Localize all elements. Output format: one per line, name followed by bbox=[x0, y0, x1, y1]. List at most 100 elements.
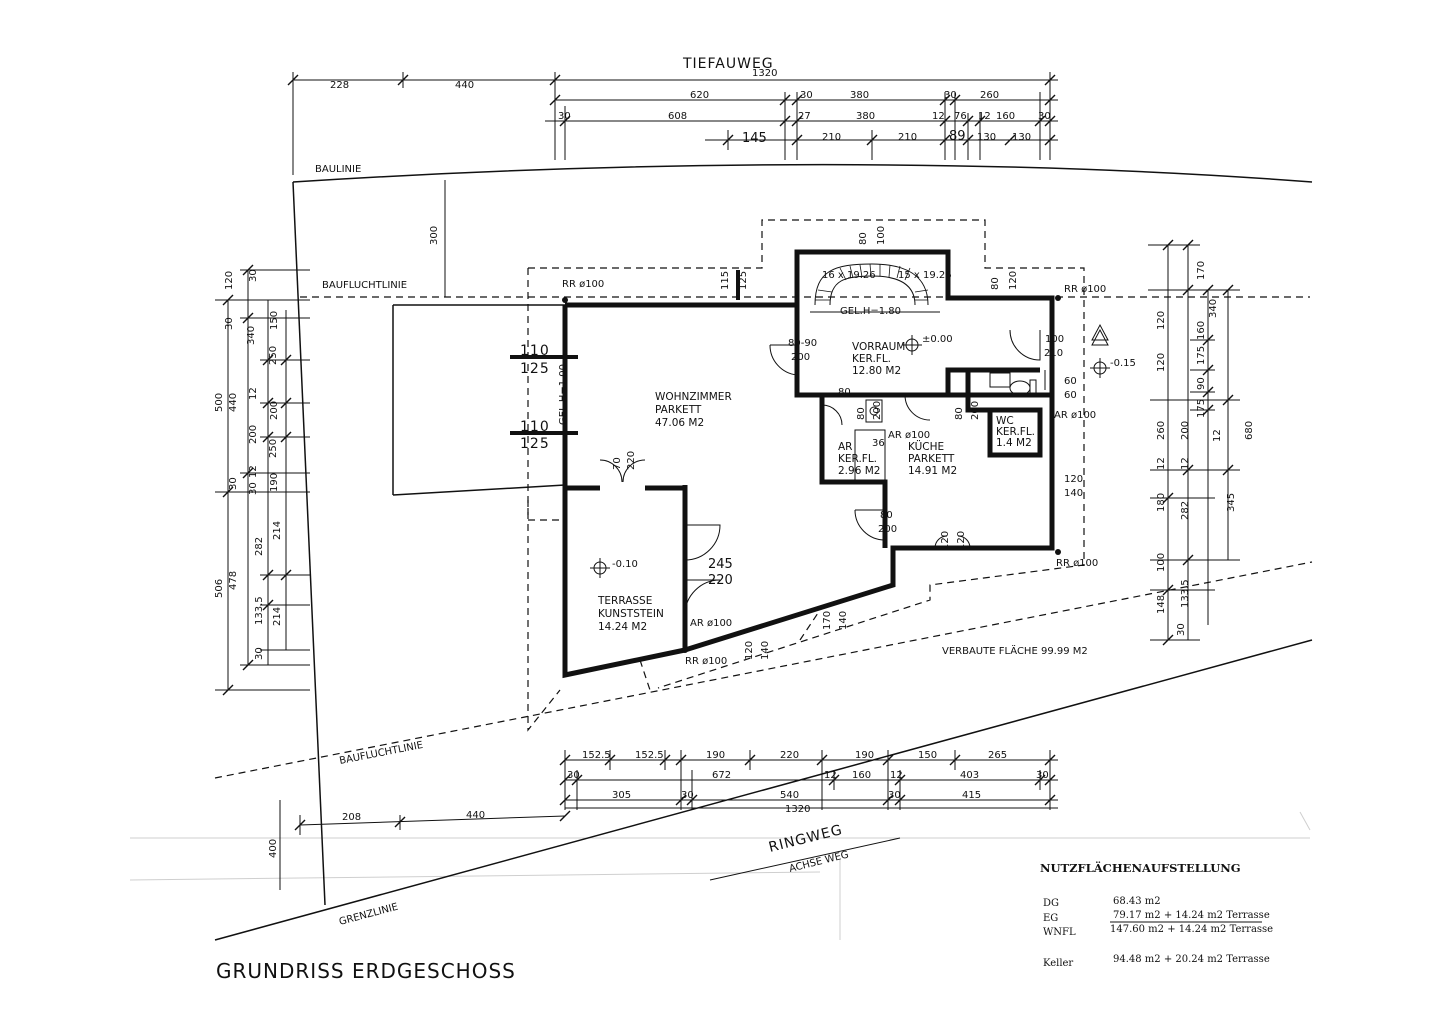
level-vorraum: ±0.00 bbox=[922, 334, 953, 345]
dim-right-120b: 120 bbox=[1156, 353, 1167, 372]
door-terr-h: 220 bbox=[708, 573, 733, 588]
win-bottom2-h: 140 bbox=[838, 611, 849, 630]
area-row-value-wnfl: 147.60 m2 + 14.24 m2 Terrasse bbox=[1110, 924, 1273, 935]
dim-bottom-r3-30a: 30 bbox=[681, 790, 694, 801]
dim-bottom-150: 150 bbox=[918, 750, 937, 761]
area-row-value-keller: 94.48 m2 + 20.24 m2 Terrasse bbox=[1113, 954, 1270, 965]
dim-right-260: 260 bbox=[1156, 421, 1167, 440]
dim-top-608: 608 bbox=[668, 111, 687, 122]
dim-bottom-12a: 12 bbox=[824, 770, 837, 781]
dim-top-130a: 130 bbox=[977, 132, 996, 143]
door-wc-h: 60 bbox=[1064, 390, 1077, 401]
dim-left-340: 340 bbox=[246, 326, 257, 345]
room-wohnzimmer-name: WOHNZIMMER bbox=[655, 391, 732, 403]
site-boundaries bbox=[214, 163, 1313, 941]
dimensions-bottom: 152.5 152.5 190 220 190 150 265 30 672 1… bbox=[268, 750, 1058, 890]
street-name-top: TIEFAUWEG bbox=[682, 56, 774, 72]
dim-right-90: 90 bbox=[1196, 377, 1207, 390]
dim-right-680: 680 bbox=[1244, 421, 1255, 440]
fixtures bbox=[854, 372, 1037, 483]
dim-top-1320: 1320 bbox=[752, 68, 777, 79]
level-outside: -0.15 bbox=[1110, 358, 1136, 369]
dim-right-12: 12 bbox=[1212, 429, 1223, 442]
dim-right-c4-30: 30 bbox=[1176, 623, 1187, 636]
label-baufluchtlinie-bottom: BAUFLUCHTLINIE bbox=[338, 740, 424, 767]
win-wc-w: 80 bbox=[990, 277, 1001, 290]
room-ar-name: AR bbox=[838, 441, 852, 453]
win-k-bottom-w: 120 bbox=[940, 531, 951, 550]
door-ar-w: 80 bbox=[856, 407, 867, 420]
dim-left-c4-200: 200 bbox=[269, 401, 280, 420]
area-row-label-wnfl: WNFL bbox=[1043, 927, 1076, 938]
label-gel-left: GEL.H=1.00 bbox=[558, 364, 569, 425]
room-wc-name: WC bbox=[996, 415, 1014, 427]
door-kueche-h: 200 bbox=[970, 401, 981, 420]
room-vorraum: VORRAUM KER.FL. 12.80 M2 bbox=[852, 341, 905, 377]
dim-left-440: 440 bbox=[228, 393, 239, 412]
dimensions-left: 500 506 120 30 340 440 30 478 30 250 12 … bbox=[214, 264, 310, 696]
dim-top-145: 145 bbox=[742, 131, 767, 146]
staircase: 16 x 19.26 15 x 19.26 GEL.H=1.80 bbox=[810, 263, 952, 317]
dim-bottom-190b: 190 bbox=[855, 750, 874, 761]
dim-left-190: 190 bbox=[269, 473, 280, 492]
area-row-label-eg: EG bbox=[1043, 913, 1058, 924]
room-vorraum-area: 12.80 M2 bbox=[852, 365, 901, 377]
dim-bottom-1525a: 152.5 bbox=[582, 750, 611, 761]
dim-right-1335: 133.5 bbox=[1180, 579, 1191, 608]
dim-top-vert-300: 300 bbox=[429, 226, 440, 245]
dim-bottom-305: 305 bbox=[612, 790, 631, 801]
dim-left-478: 478 bbox=[228, 571, 239, 590]
dim-top-r3-30: 30 bbox=[558, 111, 571, 122]
stair-annotation-2: 15 x 19.26 bbox=[898, 270, 952, 281]
label-gel: GEL.H=1.80 bbox=[840, 306, 901, 317]
dim-left-c3-30b: 30 bbox=[248, 482, 259, 495]
dim-left-214a: 214 bbox=[272, 521, 283, 540]
dim-top-620: 620 bbox=[690, 90, 709, 101]
dim-top-r3-30b: 30 bbox=[1038, 111, 1051, 122]
room-terrasse: TERRASSE KUNSTSTEIN 14.24 M2 bbox=[597, 595, 664, 633]
rr-bottom-right: RR ø100 bbox=[1056, 558, 1098, 569]
room-labels: WOHNZIMMER PARKETT 47.06 M2 VORRAUM KER.… bbox=[597, 341, 1035, 633]
dim-right-175a: 175 bbox=[1196, 346, 1207, 365]
room-wc-floor: KER.FL. bbox=[996, 426, 1035, 438]
dim-bottom-403: 403 bbox=[960, 770, 979, 781]
dim-bottom-r2-30b: 30 bbox=[1036, 770, 1049, 781]
outdoor-area-left bbox=[392, 304, 566, 496]
area-schedule: NUTZFLÄCHENAUFSTELLUNG DG 68.43 m2 EG 79… bbox=[1040, 861, 1273, 969]
room-wc: WC KER.FL. 1.4 M2 bbox=[996, 415, 1035, 449]
door-terr-w: 245 bbox=[708, 557, 733, 572]
label-verbaute-flaeche: VERBAUTE FLÄCHE 99.99 M2 bbox=[942, 644, 1088, 657]
dim-right-160: 160 bbox=[1196, 321, 1207, 340]
dim-top-89: 89 bbox=[949, 129, 966, 144]
dim-left-250a: 250 bbox=[268, 346, 279, 365]
opening-annotations: 110 125 110 125 115 125 GEL.H=1.00 80 10… bbox=[510, 226, 1083, 660]
dim-left-12b: 12 bbox=[248, 465, 259, 478]
win-k-right-w: 120 bbox=[1064, 474, 1083, 485]
room-wohnzimmer: WOHNZIMMER PARKETT 47.06 M2 bbox=[655, 391, 732, 429]
door-kueche-w: 80 bbox=[954, 407, 965, 420]
room-ar: AR KER.FL. 2.96 M2 bbox=[838, 441, 880, 477]
dim-top-76: 76 bbox=[954, 111, 967, 122]
dim-right-282: 282 bbox=[1180, 501, 1191, 520]
rr-top-left: RR ø100 bbox=[562, 279, 604, 290]
level-markers: ±0.00 -0.10 -0.15 bbox=[590, 328, 1136, 578]
label-grenzlinie: GRENZLINIE bbox=[338, 902, 399, 928]
win-top-h: 125 bbox=[738, 271, 749, 290]
dimensions-right: 680 170 340 12 345 120 160 175 90 175 20… bbox=[1148, 239, 1255, 646]
door-vorraum-w: 80-90 bbox=[788, 338, 817, 349]
door-wohn-w: 70 bbox=[612, 457, 623, 470]
ar-kitchen: AR ø100 bbox=[888, 430, 930, 441]
area-row-label-dg: DG bbox=[1043, 898, 1059, 909]
door-wc-w: 60 bbox=[1064, 376, 1077, 387]
dim-top-380: 380 bbox=[850, 90, 869, 101]
street-name-bottom: RINGWEG bbox=[767, 822, 844, 856]
dim-bottom-265: 265 bbox=[988, 750, 1007, 761]
ar-right: AR ø100 bbox=[1054, 410, 1096, 421]
dim-top-228: 228 bbox=[330, 80, 349, 91]
area-row-value-eg: 79.17 m2 + 14.24 m2 Terrasse bbox=[1113, 910, 1270, 921]
dim-top-160: 160 bbox=[996, 111, 1015, 122]
door-ar-h: 200 bbox=[872, 401, 883, 420]
dim-left-500: 500 bbox=[214, 393, 225, 412]
area-schedule-title: NUTZFLÄCHENAUFSTELLUNG bbox=[1040, 861, 1241, 875]
